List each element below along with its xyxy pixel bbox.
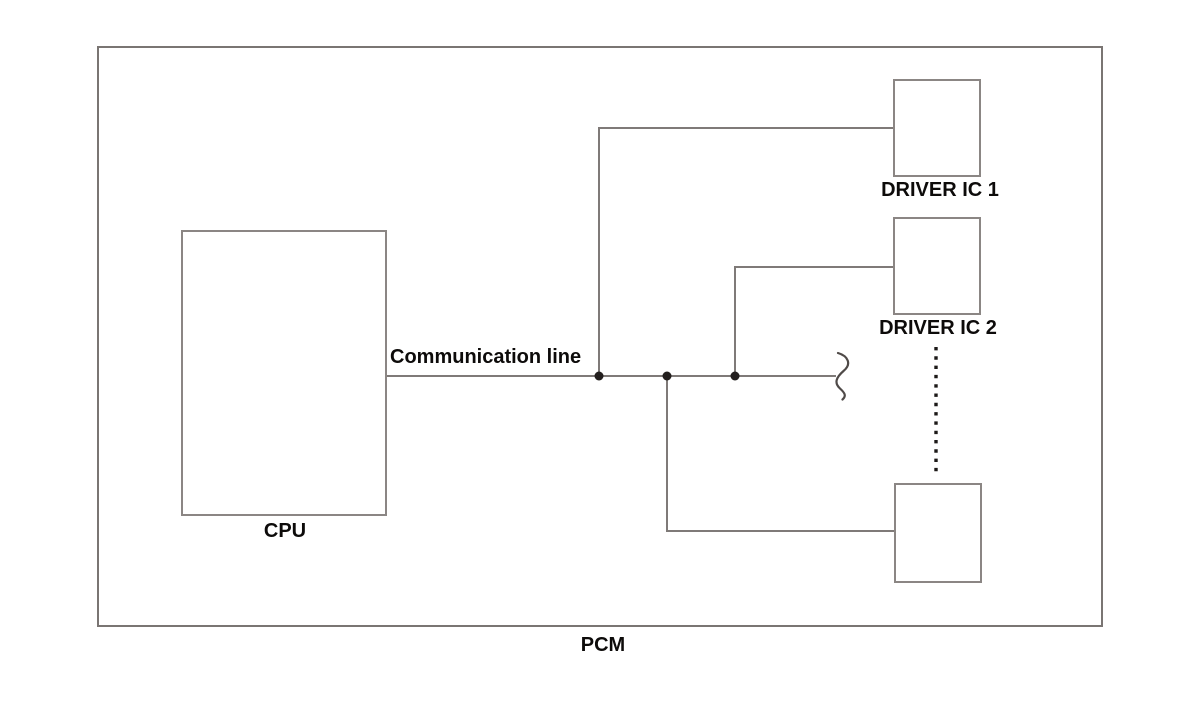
cpu-label: CPU: [263, 520, 307, 542]
driver-ic-2-box: [893, 217, 981, 315]
driver-ic-n-box: [894, 483, 982, 583]
pcm-label: PCM: [580, 634, 626, 656]
pcm-boundary-box: [97, 46, 1103, 627]
driver-ic-1-box: [893, 79, 981, 177]
driver-ic-1-label: DRIVER IC 1: [881, 179, 999, 201]
communication-line-label: Communication line: [390, 346, 582, 368]
driver-ic-2-label: DRIVER IC 2: [879, 317, 997, 339]
cpu-box: [181, 230, 387, 516]
